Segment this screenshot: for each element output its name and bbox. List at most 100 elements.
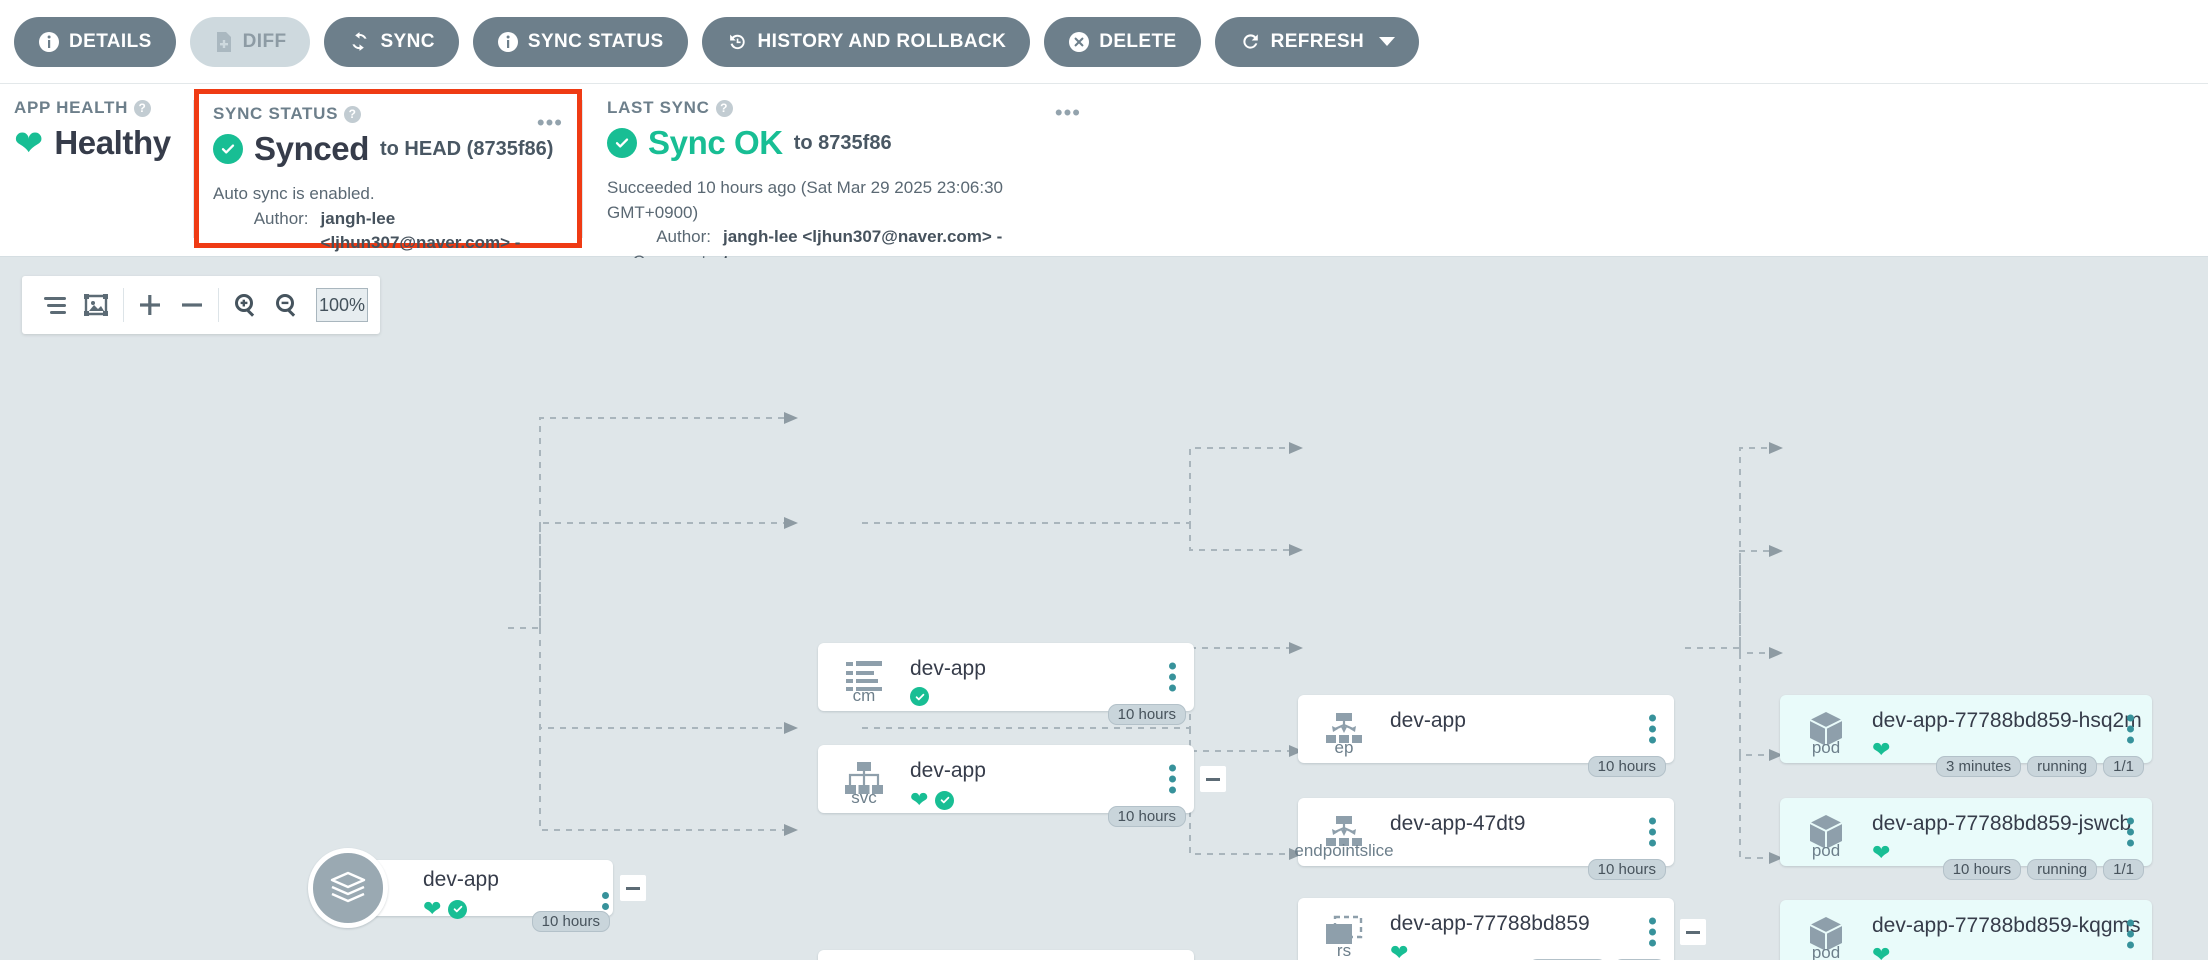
pill: 10 hours [1942,859,2022,880]
node-endpointslice-dev-app-47dt9[interactable]: endpointslice dev-app-47dt9 10 hours [1294,798,1674,880]
pod-icon [1798,911,1854,957]
author-key: Author: [253,208,309,228]
node-menu-icon[interactable] [2123,711,2138,748]
minus-icon[interactable] [171,283,212,327]
last-sync-panel: ••• LAST SYNC ? Sync OK to 8735f86 Succe… [583,84,1103,271]
node-card[interactable] [348,860,613,916]
help-icon[interactable]: ? [134,99,152,117]
zoom-out-magnifier-icon[interactable] [267,283,308,327]
node-cm-dev-app[interactable]: cm dev-app 10 hours [818,643,1194,725]
pill: 10 hours [1107,704,1186,725]
node-menu-icon[interactable] [2123,916,2138,953]
divider [122,288,124,322]
node-kind: pod [1811,738,1841,757]
zoom-level-input[interactable]: 100% [315,288,368,322]
node-status-badges: ❤ [1390,942,1408,960]
history-and-rollback-button[interactable]: HISTORY AND ROLLBACK [701,16,1031,67]
node-menu-icon[interactable] [2123,814,2138,851]
node-application-dev-app[interactable]: dev-app ❤ 10 hours [308,848,658,932]
node-deploy-dev-app[interactable]: deploy dev-app ❤ 10 hours rev:3 [818,950,1194,960]
node-pills: 10 hours [1107,704,1186,725]
delete-button[interactable]: DELETE [1044,16,1201,67]
app-health-value: Healthy [54,124,171,161]
check-circle-icon [213,134,243,164]
node-name: dev-app [910,759,986,782]
sync-icon [348,30,371,53]
sync-status-label: SYNC STATUS [527,30,664,52]
details-button[interactable]: DETAILS [14,16,176,67]
plus-icon[interactable] [130,283,171,327]
sync-status-panel: ••• SYNC STATUS ? Synced to HEAD (8735f8… [194,89,582,277]
sync-status-value: Synced [254,130,369,167]
node-pod-dev-app-77788bd859-hsq2m[interactable]: pod dev-app-77788bd859-hsq2m ❤ 3 minutes… [1780,695,2152,777]
heart-icon: ❤ [910,787,929,812]
node-status-badges: ❤ [910,787,955,812]
author-key: Author: [656,227,711,247]
node-pod-dev-app-77788bd859-jswcb[interactable]: pod dev-app-77788bd859-jswcb ❤ 10 hours … [1780,798,2152,880]
node-menu-icon[interactable] [1165,659,1180,696]
sync-status-button[interactable]: SYNC STATUS [472,16,688,67]
divider [218,288,220,322]
collapse-toggle[interactable] [620,875,646,901]
check-circle-icon [448,899,468,919]
refresh-label: REFRESH [1270,30,1365,52]
heart-icon: ❤ [1872,737,1891,762]
divider [193,100,194,238]
node-name: dev-app-77788bd859-hsq2m [1872,709,2142,732]
last-sync-menu-icon[interactable]: ••• [1054,100,1081,125]
node-menu-icon[interactable] [1645,914,1660,951]
diff-button[interactable]: DIFF [189,16,311,67]
delete-icon [1068,31,1090,53]
node-kind: pod [1811,943,1841,960]
status-bar: APP HEALTH ? ❤ Healthy ••• SYNC STATUS ?… [0,84,2208,277]
node-kind: pod [1811,841,1841,860]
node-kind: ep [1334,738,1354,757]
help-icon[interactable]: ? [715,99,733,117]
node-status-badges: ❤ [1872,842,1890,864]
collapse-toggle[interactable] [1680,919,1706,945]
node-name: dev-app-77788bd859-kqgms [1872,914,2141,937]
node-pills: 10 hours running 1/1 [1942,859,2144,880]
sync-label: SYNC [380,30,435,52]
collapse-toggle[interactable] [1200,766,1226,792]
app-health-label-text: APP HEALTH [14,98,129,117]
pill: 10 hours [1587,756,1666,777]
chevron-down-icon [1379,37,1396,46]
node-status-badges: ❤ [423,896,468,921]
author-value: jangh-lee <ljhun307@naver.com> - [320,208,521,253]
sync-button[interactable]: SYNC [324,16,459,67]
node-menu-icon[interactable] [1165,761,1180,798]
history-icon [726,30,749,53]
zoom-in-magnifier-icon[interactable] [225,283,266,327]
fit-to-screen-icon[interactable] [75,283,116,327]
sync-status-menu-icon[interactable]: ••• [536,110,563,135]
node-name: dev-app [1390,709,1466,732]
pill: 1/1 [2103,756,2144,777]
info-icon [497,31,519,53]
node-pod-dev-app-77788bd859-kqgms[interactable]: pod dev-app-77788bd859-kqgms ❤ 3 minutes… [1780,900,2152,960]
node-menu-icon[interactable] [1645,711,1660,748]
graph-zoom-toolbar: 100% [22,276,380,334]
help-icon[interactable]: ? [344,105,362,123]
node-menu-icon[interactable] [1645,814,1660,851]
heart-icon: ❤ [14,123,44,163]
heart-icon: ❤ [1872,942,1891,960]
node-name: dev-app [910,657,986,680]
pill: running [2027,756,2098,777]
node-ep-dev-app[interactable]: ep dev-app 10 hours [1298,695,1674,777]
node-svc-dev-app[interactable]: svc dev-app ❤ 10 hours [818,745,1226,827]
last-sync-label: LAST SYNC ? [607,98,1081,118]
sync-status-label: SYNC STATUS ? [213,104,577,124]
align-list-icon[interactable] [34,283,75,327]
node-pills: 3 minutes running 1/1 [1936,756,2144,777]
node-status-badges: ❤ [1872,944,1890,960]
endpoints-icon [1316,706,1372,752]
endpoints-icon [1316,809,1372,855]
service-icon [836,756,892,802]
node-pills: 10 hours [531,911,610,932]
configmap-icon [836,654,892,700]
heart-icon: ❤ [423,896,442,921]
refresh-button[interactable]: REFRESH [1214,16,1420,67]
node-rs-dev-app-77788bd859[interactable]: rs dev-app-77788bd859 ❤ 10 hours rev:3 [1298,898,1706,960]
sync-status-note: Auto sync is enabled. [213,184,375,203]
